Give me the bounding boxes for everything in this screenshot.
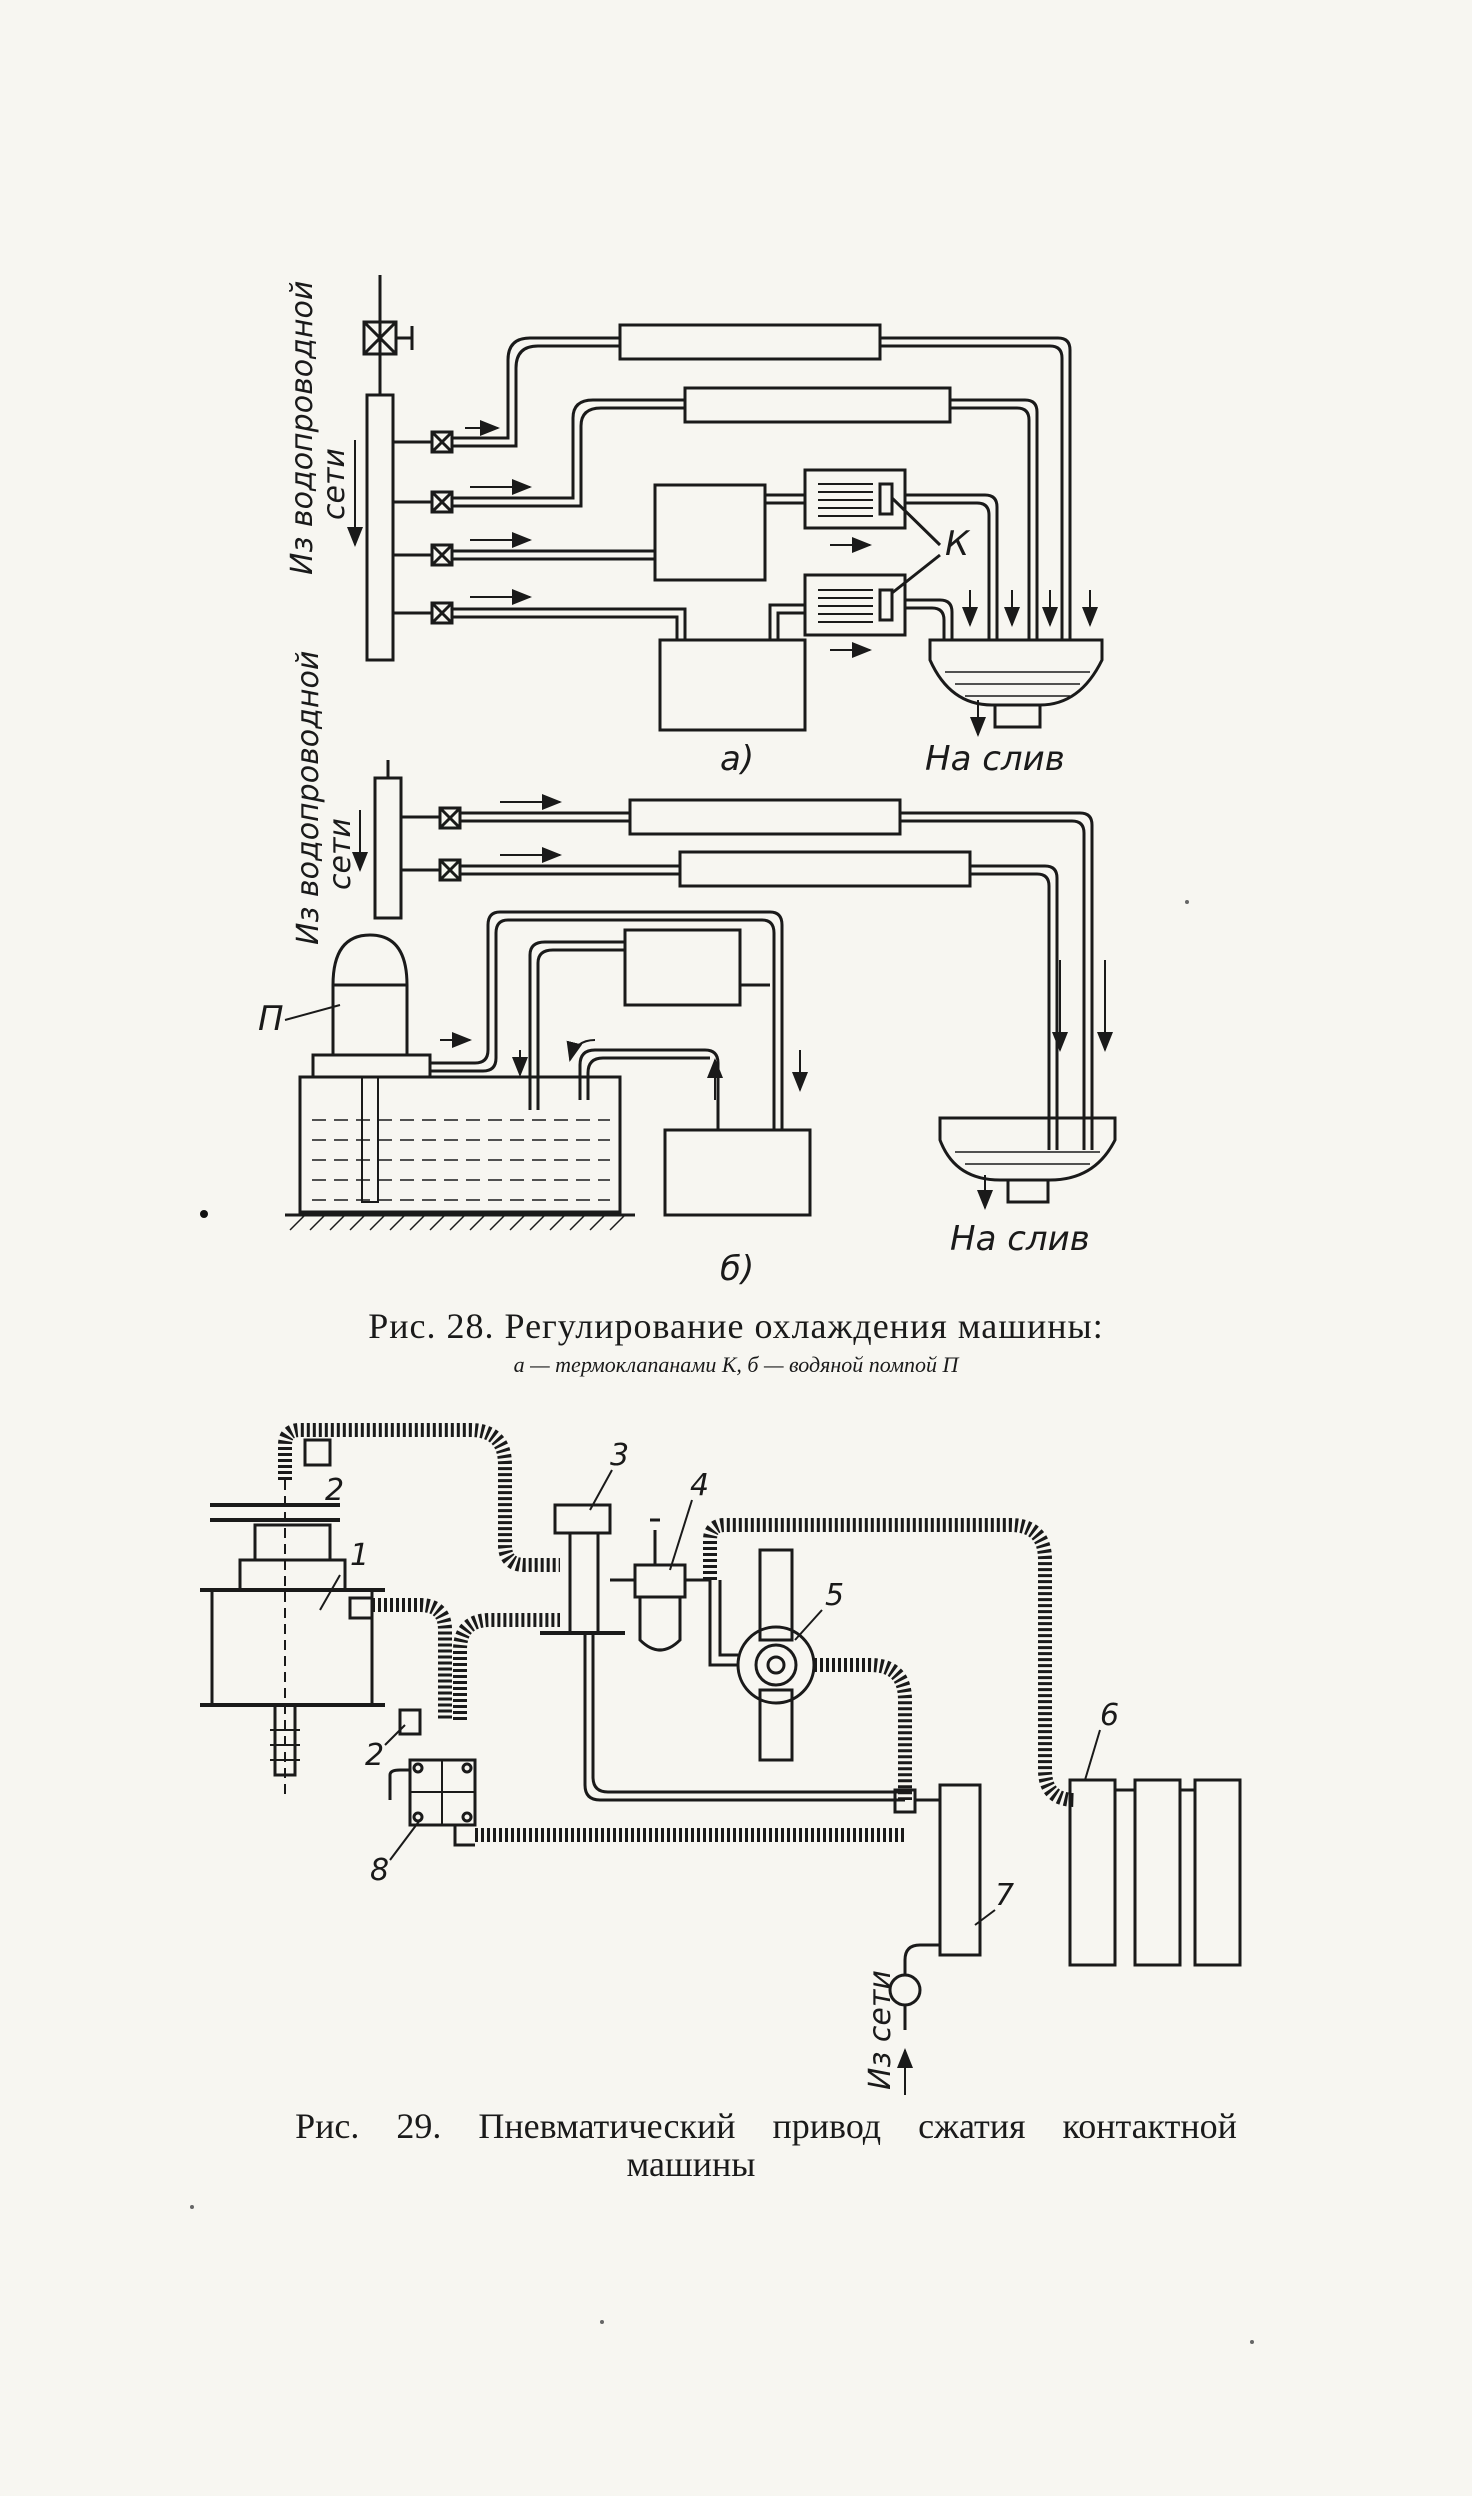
cooled-element-1 xyxy=(618,323,882,361)
part-number-4: 4 xyxy=(690,1468,709,1503)
scan-speck xyxy=(190,2205,194,2209)
thermo-valve-icon xyxy=(803,573,907,637)
valve-2-lower xyxy=(398,1708,422,1736)
scan-speck xyxy=(600,2320,604,2324)
distributor-valve xyxy=(388,1758,477,1827)
drain-label-a: На слив xyxy=(925,739,1065,779)
part-number-2-upper: 2 xyxy=(325,1473,344,1508)
network-label: Из сети xyxy=(863,1970,898,2090)
fig29-caption-line1: Рис. 29. Пневматический привод сжатия ко… xyxy=(295,2106,1237,2146)
fig28-caption: Рис. 28. Регулирование охлаждения машины… xyxy=(368,1306,1104,1346)
pipe-1 xyxy=(452,336,620,440)
cooled-unit-b2 xyxy=(663,1128,812,1217)
source-label-b-line1: Из водопроводной xyxy=(291,651,326,945)
drain-tray-b xyxy=(938,1116,1117,1182)
fig29-caption: Рис. 29. Пневматический привод сжатия ко… xyxy=(0,2105,1472,2185)
electro-pneumatic-valve xyxy=(736,1548,816,1762)
flow-arrows-a xyxy=(347,420,1098,737)
drain-label-b: На слив xyxy=(950,1219,1090,1259)
source-label-b-line2: сети xyxy=(323,818,358,890)
supply-header-b xyxy=(373,776,403,920)
part-number-7: 7 xyxy=(995,1878,1014,1913)
main-valve-icon xyxy=(362,320,414,356)
cooled-element-b2 xyxy=(678,850,972,888)
source-label-a-line1: Из водопроводной xyxy=(285,281,320,575)
part-number-3: 3 xyxy=(610,1438,629,1473)
scan-speck xyxy=(1185,900,1189,904)
cooled-element-2 xyxy=(683,386,952,424)
fig29-caption-line2: машины xyxy=(626,2144,756,2184)
scan-speck xyxy=(200,1210,208,1218)
cooled-unit-b1 xyxy=(623,928,742,1007)
fig28b-diagram xyxy=(285,760,1117,1231)
part-number-2-lower: 2 xyxy=(365,1738,384,1773)
supply-header xyxy=(365,393,395,662)
air-filter xyxy=(938,1783,982,1957)
source-label-a-line2: сети xyxy=(317,448,352,520)
cooled-element-b1 xyxy=(628,798,902,836)
part-number-6: 6 xyxy=(1100,1698,1119,1733)
oiler xyxy=(633,1518,687,1652)
branch-valve-icon xyxy=(438,806,462,882)
fig29-diagram xyxy=(200,1423,1242,2030)
part-number-8: 8 xyxy=(370,1853,389,1888)
thermo-valve-icon xyxy=(803,468,907,530)
flow-arrows-b xyxy=(352,794,1113,1210)
water-pump xyxy=(311,933,432,1079)
cooled-unit-lower xyxy=(658,638,807,732)
thermo-valve-label: К xyxy=(945,524,971,564)
valve-2-upper xyxy=(303,1438,332,1467)
cooled-unit-upper xyxy=(653,483,767,582)
pipe-2 xyxy=(452,398,685,500)
part-number-5: 5 xyxy=(825,1578,844,1613)
air-cylinder xyxy=(200,1480,385,1800)
part-number-1: 1 xyxy=(350,1538,369,1573)
water-tank xyxy=(298,1075,622,1214)
part-label-a: а) xyxy=(720,739,754,779)
drain-outlet-b xyxy=(1006,1178,1050,1204)
air-receiver xyxy=(1068,1778,1242,1967)
fig28-subcaption: а — термоклапанами К, б — водяной помпой… xyxy=(513,1352,959,1377)
branch-valve-icon xyxy=(430,430,454,625)
drain-outlet-a xyxy=(993,703,1042,729)
pump-label: П xyxy=(258,999,284,1039)
part-label-b: б) xyxy=(720,1249,754,1289)
scan-speck xyxy=(1250,2340,1254,2344)
fig28a-diagram xyxy=(362,275,1104,732)
